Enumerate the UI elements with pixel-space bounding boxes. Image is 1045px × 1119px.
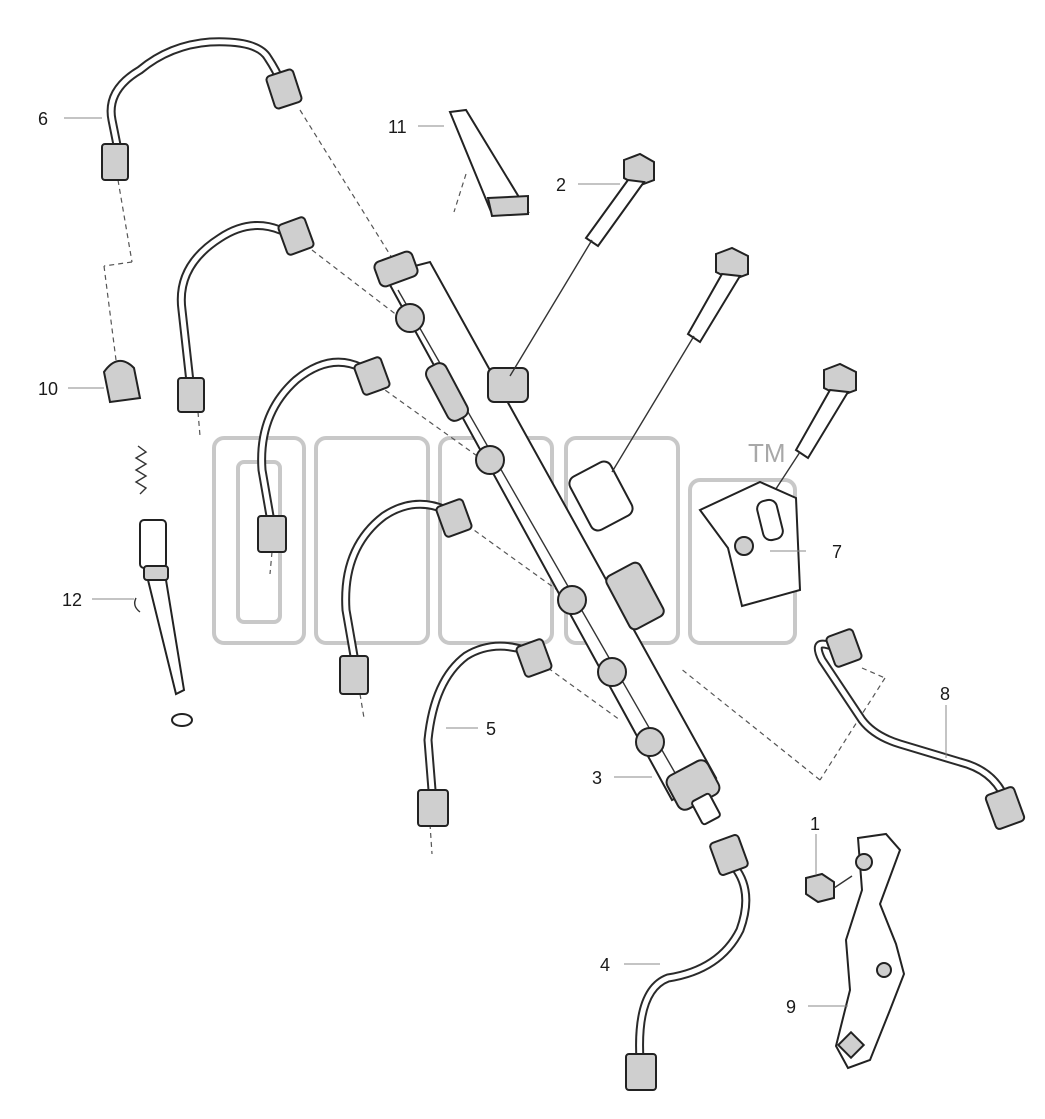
callout-10: 10	[38, 379, 58, 399]
pipe-5	[417, 638, 553, 827]
dashed-leaders	[103, 109, 886, 855]
callout-8: 8	[940, 684, 950, 704]
pipe-6	[101, 37, 303, 181]
pipe-8	[813, 628, 1026, 830]
fuel-rail-3	[373, 250, 721, 826]
pipe-fourth	[339, 498, 473, 695]
callout-4: 4	[600, 955, 610, 975]
pipe-4	[625, 834, 751, 1091]
nut-10	[102, 360, 142, 404]
spring	[134, 445, 148, 495]
injector-12	[133, 519, 193, 727]
callout-6: 6	[38, 109, 48, 129]
callout-12: 12	[62, 590, 82, 610]
strip-11	[448, 108, 530, 218]
callout-leaders	[64, 117, 947, 1007]
bracket-9	[834, 832, 906, 1070]
bracket-7	[698, 480, 802, 608]
callout-3: 3	[592, 768, 602, 788]
bolt-long-middle	[611, 246, 749, 473]
callout-11: 11	[388, 117, 407, 137]
callout-2: 2	[556, 175, 566, 195]
callout-9: 9	[786, 997, 796, 1017]
watermark-trademark: TM	[748, 438, 786, 468]
callout-labels: 6 11 2 10 12 7 8 5 3 1 4 9	[38, 109, 950, 1017]
callout-1: 1	[810, 814, 820, 834]
callout-7: 7	[832, 542, 842, 562]
pipe-middle-third	[257, 356, 391, 553]
pipe-upper-second	[176, 216, 315, 413]
callout-5: 5	[486, 719, 496, 739]
pressure-sensor	[487, 367, 665, 631]
bolt-2	[509, 152, 655, 377]
bolt-1	[805, 872, 853, 904]
